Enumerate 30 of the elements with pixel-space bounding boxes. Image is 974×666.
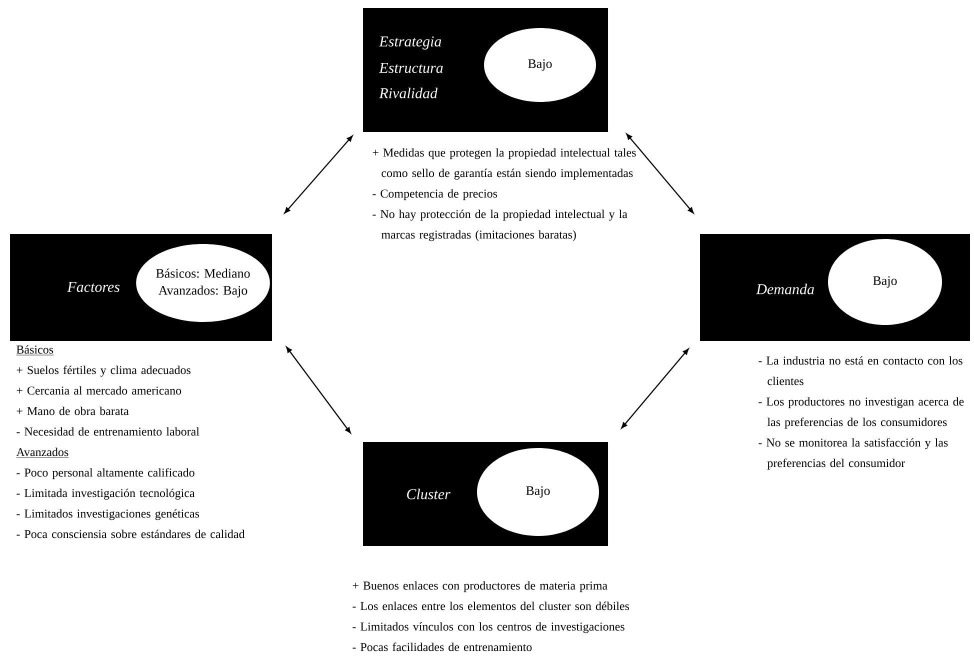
- list-item: - Competencia de precios: [372, 189, 498, 200]
- box-title: Demanda: [756, 284, 814, 294]
- box-title: Estructura: [379, 63, 443, 73]
- list-item: - Poco personal altamente calificado: [16, 468, 194, 480]
- list-item: + Cercania al mercado americano: [16, 386, 182, 395]
- list-heading: Básicos: [16, 345, 54, 356]
- list-item: + Mano de obra barata: [16, 406, 129, 416]
- box-title: Cluster: [407, 488, 450, 500]
- double-arrow: [621, 348, 689, 428]
- double-arrow: [626, 134, 694, 214]
- list-item: - La industria no está en contacto con los clientes: [758, 356, 962, 386]
- list-item: - Limitados investigaciones genéticas: [16, 509, 200, 520]
- box-title: Estrategia: [379, 36, 442, 50]
- list-item: + Buenos enlaces con productores de materia prima: [352, 581, 608, 592]
- list-item: - Pocas facilidades de entrenamiento: [352, 642, 532, 652]
- list-item: - Limitada investigación tecnológica: [16, 488, 195, 500]
- double-arrow: [286, 346, 351, 434]
- double-arrow: [284, 135, 353, 214]
- list-item: + Suelos fértiles y clima adecuados: [16, 366, 190, 377]
- list-item: - No se monitorea la satisfacción y las preferencias del consumidor: [758, 438, 948, 470]
- list-heading: Avanzados: [16, 448, 69, 458]
- list-item: - Poca consciensia sobre estándares de calidad: [16, 530, 245, 538]
- list-item: - Limitados vínculos con los centros de investigaciones: [352, 622, 624, 634]
- list-item: - Los enlaces entre los elementos del cluster son débiles: [352, 602, 630, 610]
- list-item: - Los productores no investigan acerca de las preferencias de los consumidores: [758, 397, 964, 429]
- list-item: - No hay protección de la propiedad intelectual y la marcas registradas (imitaciones baratas): [372, 210, 628, 242]
- box-title: Factores: [67, 282, 120, 292]
- list-item: + Medidas que protegen la propiedad intelectual tales como sello de garantía están siendo implementadas: [372, 148, 636, 180]
- list-item: - Necesidad de entrenamiento laboral: [16, 427, 200, 436]
- box-title: Rivalidad: [379, 88, 438, 98]
